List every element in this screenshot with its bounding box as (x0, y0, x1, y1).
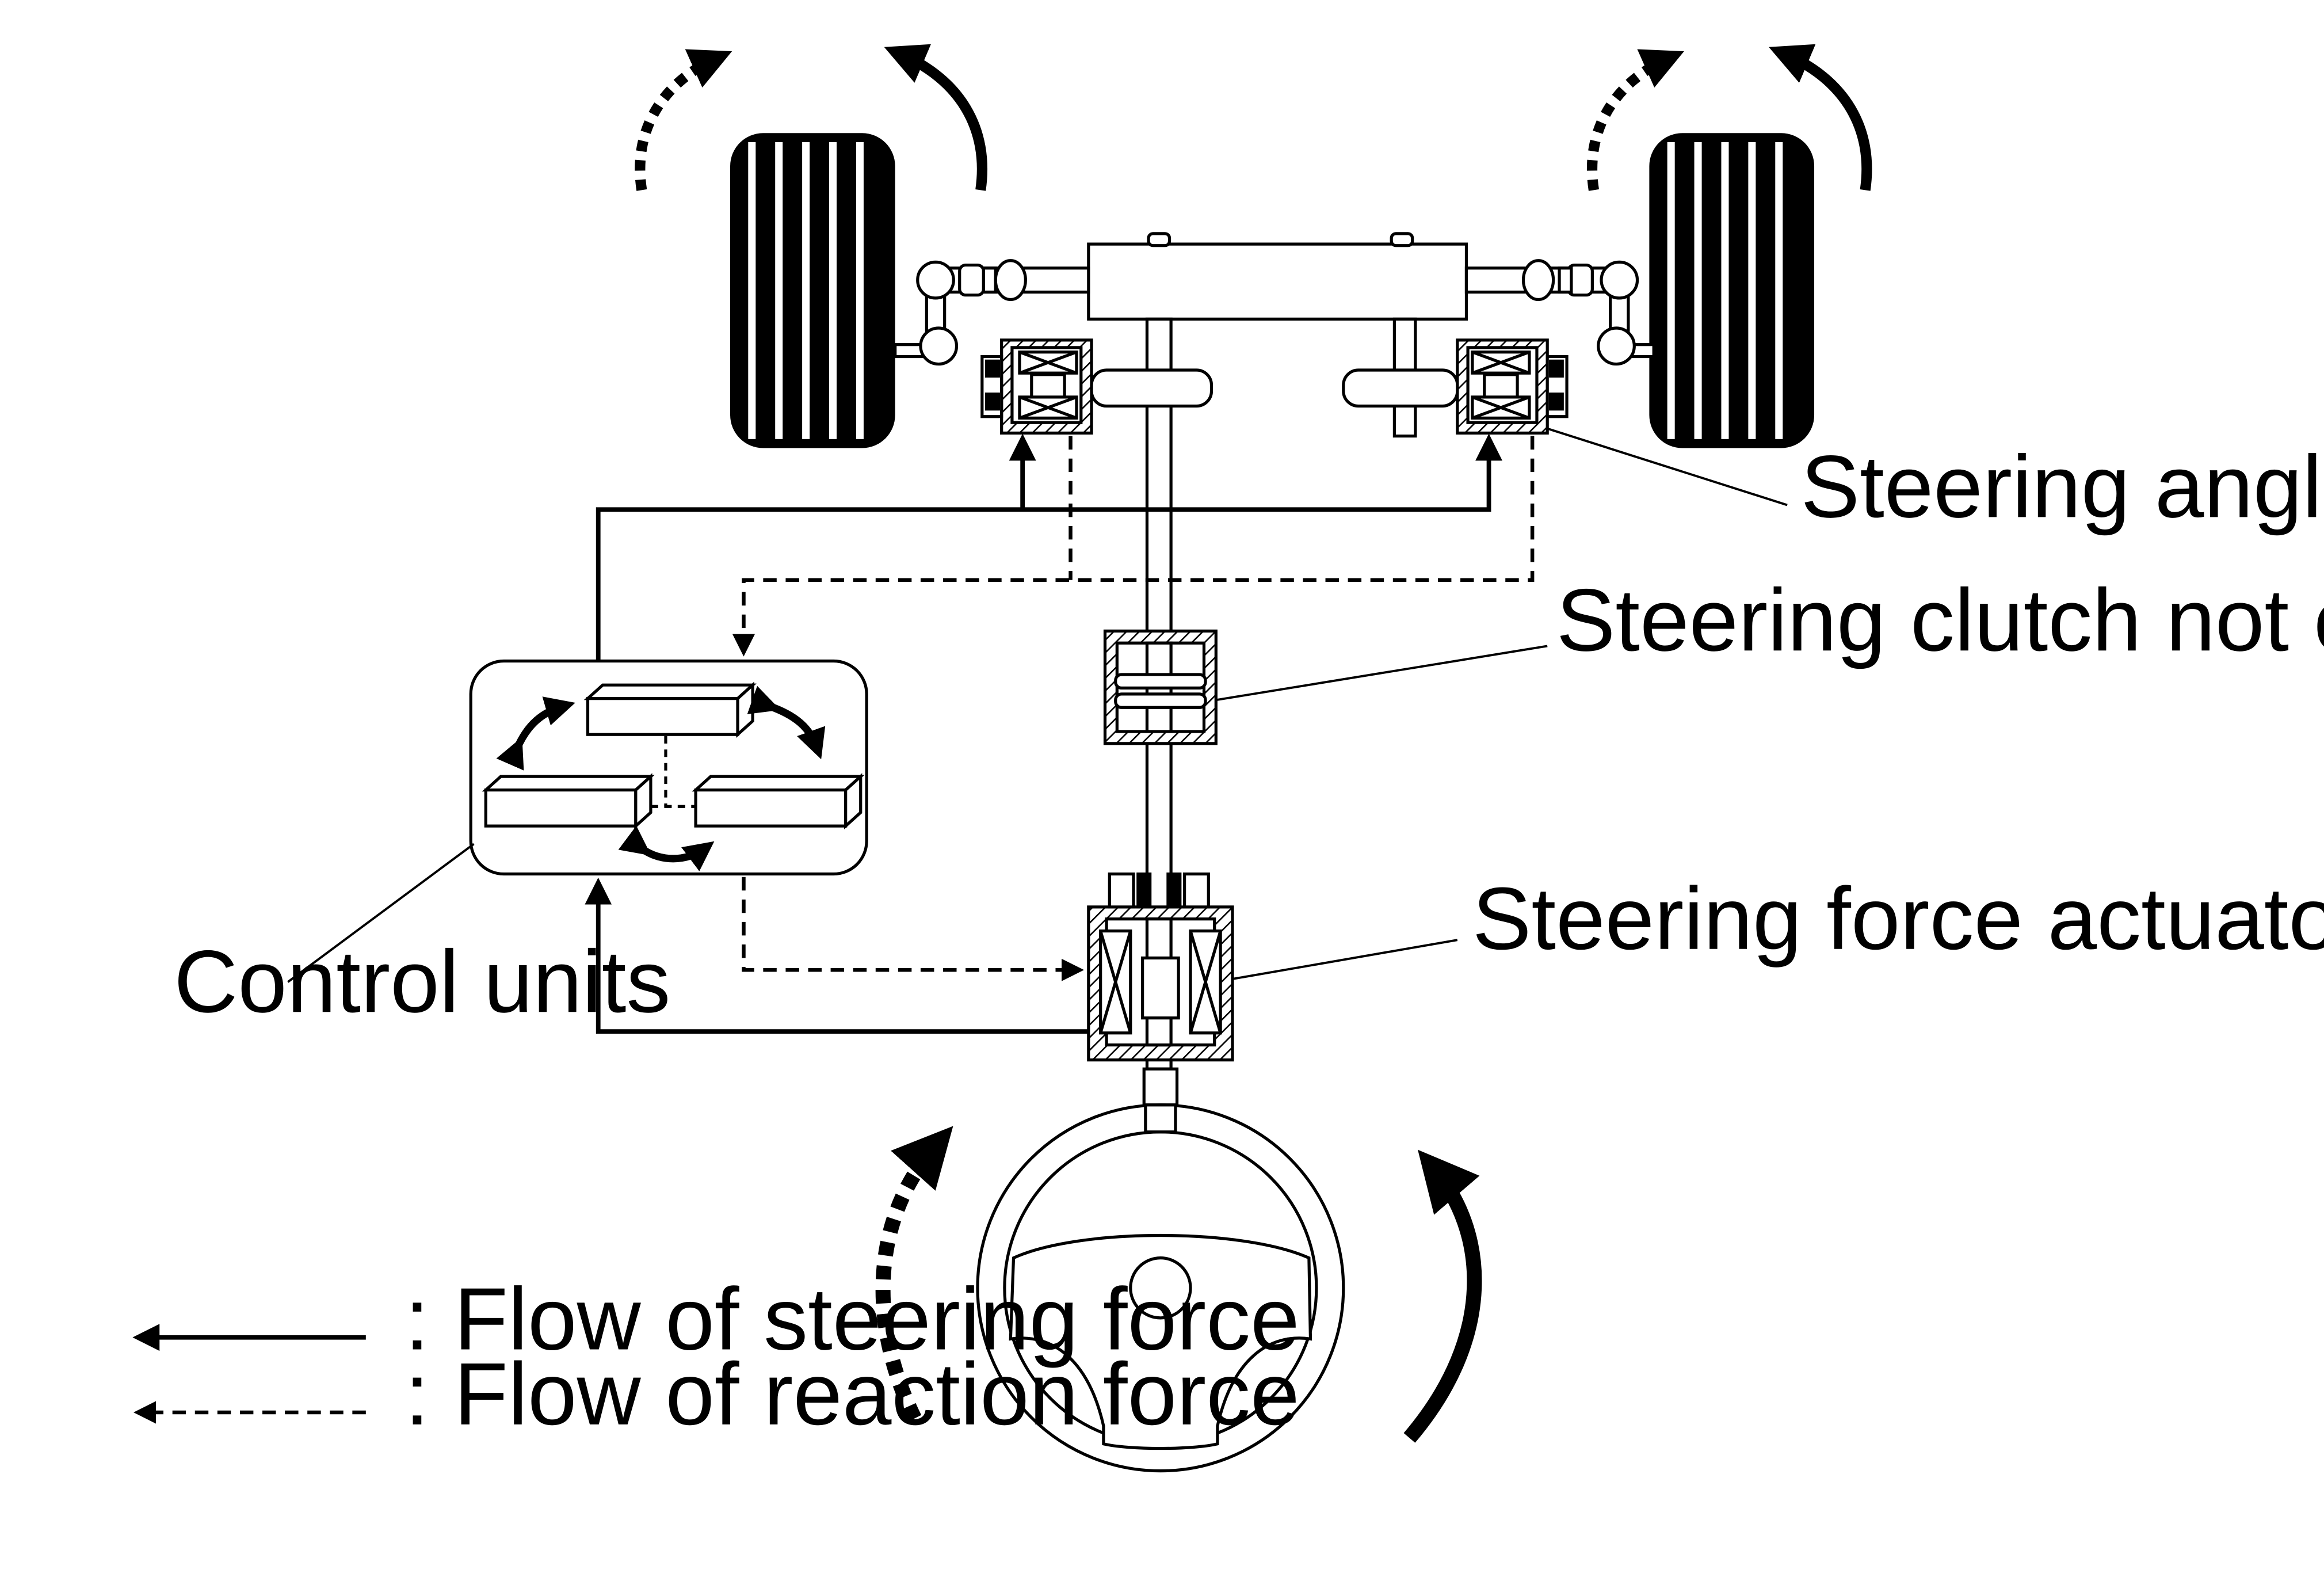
label-steering-force-actuator: Steering force actuator (1472, 869, 2324, 968)
steering-force-actuator (1087, 872, 1234, 1062)
left-steering-angle-actuator (980, 338, 1213, 435)
steering-wheel-rotation-arrows (875, 1126, 1482, 1443)
legend-steering-force: : Flow of steering force (405, 1270, 1300, 1369)
right-wheel-rotation-arrows (1586, 44, 1872, 191)
right-wheel (1649, 133, 1815, 448)
steering-clutch (1103, 629, 1218, 745)
label-steering-angle-actuator: Steering angle actuator (1801, 437, 2324, 536)
steering-shaft (1145, 317, 1417, 1071)
steering-rack (894, 232, 1655, 366)
legend-reaction-force: : Flow of reaction force (405, 1344, 1300, 1443)
label-steering-clutch: Steering clutch not engaged (1556, 570, 2324, 669)
steering-wheel (976, 1067, 1345, 1473)
control-units-box (469, 659, 868, 876)
left-wheel-rotation-arrows (635, 44, 988, 191)
label-control-units: Control units (174, 932, 670, 1031)
steering-force-flow-lines (585, 433, 1503, 1034)
left-wheel (730, 133, 895, 448)
right-steering-angle-actuator (1342, 338, 1569, 435)
leader-lines (287, 427, 1788, 983)
legend: : Flow of steering force : Flow of react… (132, 1270, 1300, 1443)
reaction-force-flow-lines (732, 436, 1535, 981)
